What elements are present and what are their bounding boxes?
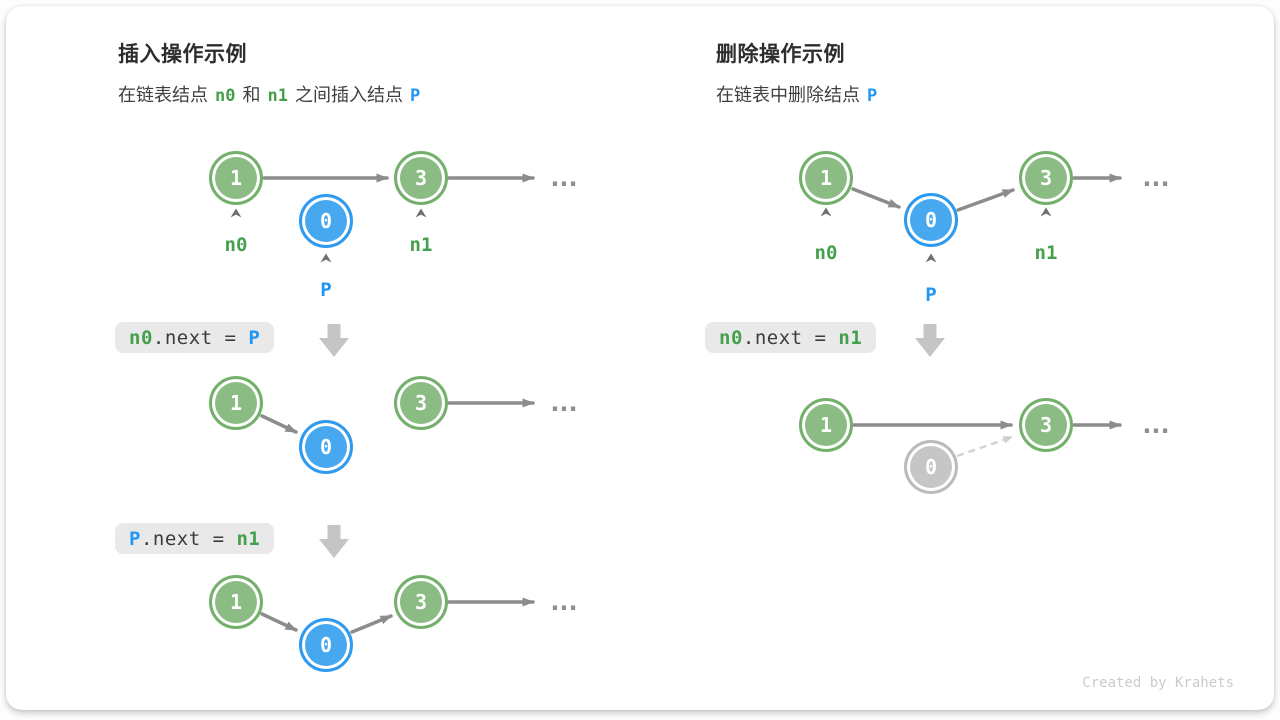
node-n0: 1 [799, 398, 853, 452]
pointer-label-n1: n1 [409, 234, 433, 256]
code-rhs: n1 [236, 527, 261, 550]
var-n1: n1 [267, 86, 288, 106]
node-n0: 1 [209, 376, 263, 430]
node-n0: 1 [209, 575, 263, 629]
node-p: 0 [299, 194, 353, 248]
node-p-removed: 0 [904, 440, 958, 494]
node-n1: 3 [394, 151, 448, 205]
diagram-card [6, 6, 1274, 710]
node-n1: 3 [1019, 398, 1073, 452]
panel-subtitle-insert: 在链表结点 n0 和 n1 之间插入结点 P [118, 81, 427, 107]
code-mid: .next = [742, 326, 839, 349]
var-p: P [409, 86, 421, 106]
var-p: P [867, 86, 878, 106]
code-rhs: P [248, 326, 261, 349]
node-p: 0 [299, 618, 353, 672]
ellipsis-text: ... [1142, 164, 1170, 192]
code-lhs: P [129, 527, 141, 550]
ellipsis-text: ... [550, 588, 578, 616]
pointer-label-p: P [320, 279, 332, 301]
node-n0: 1 [799, 151, 853, 205]
pointer-label-n0: n0 [814, 242, 838, 264]
node-n1: 3 [1019, 151, 1073, 205]
pointer-label-n0: n0 [224, 234, 248, 256]
panel-subtitle-delete: 在链表中删除结点 P [716, 81, 884, 107]
ellipsis-text: ... [550, 389, 578, 417]
code-lhs: n0 [719, 326, 743, 349]
node-n0: 1 [209, 151, 263, 205]
node-n1: 3 [394, 376, 448, 430]
ellipsis-text: ... [1142, 411, 1170, 439]
subtitle-text: 之间插入结点 [294, 85, 403, 105]
var-n0: n0 [215, 86, 236, 106]
code-mid: .next = [140, 527, 237, 550]
subtitle-text: 和 [242, 85, 261, 105]
code-label: n0.next = P [115, 322, 275, 353]
panel-title-insert: 插入操作示例 [118, 43, 247, 66]
node-n1: 3 [394, 575, 448, 629]
pointer-label-p: P [925, 284, 937, 306]
watermark-credit: Created by Krahets [1082, 675, 1234, 691]
code-label: n0.next = n1 [705, 322, 877, 353]
subtitle-text: 在链表中删除结点 [716, 85, 860, 105]
node-p: 0 [904, 193, 958, 247]
code-rhs: n1 [838, 326, 863, 349]
ellipsis-text: ... [550, 164, 578, 192]
panel-title-delete: 删除操作示例 [716, 43, 845, 66]
node-p: 0 [299, 420, 353, 474]
subtitle-text: 在链表结点 [118, 85, 208, 105]
code-lhs: n0 [129, 326, 153, 349]
code-label: P.next = n1 [115, 523, 275, 554]
code-mid: .next = [152, 326, 249, 349]
pointer-label-n1: n1 [1034, 242, 1058, 264]
